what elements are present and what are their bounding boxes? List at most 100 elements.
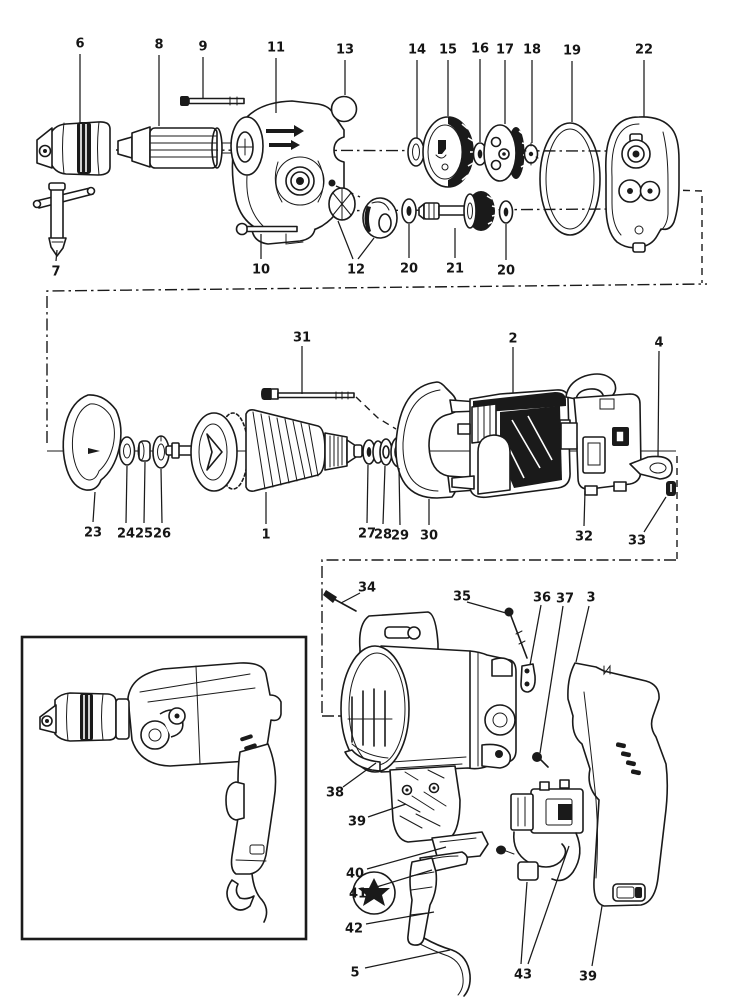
part-23-baffle (62, 394, 122, 491)
callout-leader-line (364, 949, 451, 969)
callout-leader-line (55, 249, 58, 262)
part-21-shaft-gear (418, 191, 497, 231)
part-number-label: 37 (556, 592, 574, 607)
callout-leader-line (591, 905, 603, 967)
part-number-label: 38 (326, 786, 344, 801)
callout-leader-line (398, 467, 401, 526)
part-number-label: 9 (198, 40, 207, 55)
part-number-label: 7 (51, 265, 60, 280)
callout-leader-line (367, 803, 407, 818)
callout-leader-line (583, 490, 586, 527)
part-7-chuck-key (32, 182, 96, 257)
part-37-screw (532, 752, 549, 768)
callout-leader-line (92, 491, 96, 523)
part-14-ring (407, 137, 425, 167)
part-number-label: 8 (154, 38, 163, 53)
part-number-label: 6 (75, 37, 84, 52)
callout-leader-line (539, 605, 564, 754)
part-number-label: 30 (420, 529, 438, 544)
part-number-label: 33 (628, 534, 646, 549)
part-number-label: 24 (117, 527, 135, 542)
part-33-clip (666, 481, 676, 496)
callout-leader-line (160, 468, 163, 524)
callout-leader-line (529, 604, 542, 666)
callout-leader-line (342, 762, 377, 788)
callout-leader-line (520, 881, 528, 965)
callout-leader-line (340, 592, 361, 604)
part-number-label: 31 (293, 331, 311, 346)
callout-leader-line (357, 237, 375, 260)
part-2-field-stator (451, 389, 571, 499)
part-11-gear-housing (230, 100, 361, 245)
part-number-label: 14 (408, 43, 426, 58)
part-18-washer (523, 142, 539, 166)
part-22-end-cover (605, 116, 680, 253)
part-24-washer (118, 436, 136, 466)
part-6-chuck (36, 121, 111, 176)
callout-leader-line (337, 220, 354, 260)
part-36-bracket (520, 663, 536, 693)
callout-leader-line (657, 350, 660, 458)
callout-leader-line (365, 911, 435, 925)
part-number-label: 12 (347, 263, 365, 278)
part-32-brush-bracket (560, 373, 642, 496)
callout-leader-line (527, 845, 570, 965)
switch-assembly (510, 779, 584, 882)
part-number-label: 3 (586, 591, 595, 606)
part-number-label: 16 (471, 42, 489, 57)
part-5-cord (419, 937, 471, 997)
part-number-label: 13 (336, 43, 354, 58)
part-number-label: 36 (533, 591, 551, 606)
part-number-label: 20 (400, 262, 418, 277)
part-31-screw (261, 388, 397, 430)
part-25-spacer (137, 440, 151, 462)
part-15-gear (422, 116, 476, 188)
part-4-lever (629, 455, 673, 480)
callout-leader-line (382, 465, 386, 525)
part-number-label: 22 (635, 43, 653, 58)
part-number-label: 43 (514, 968, 532, 983)
part-number-label: 39 (579, 970, 597, 985)
part-20-washer-right (498, 200, 514, 224)
part-10-screw (235, 222, 298, 236)
part-38-motor-housing (340, 611, 517, 773)
part-1-armature (165, 409, 363, 492)
part-number-label: 1 (261, 528, 270, 543)
part-39-bearing-plate (389, 765, 461, 843)
callout-leader-line (143, 461, 146, 524)
part-number-label: 41 (349, 887, 367, 902)
part-number-label: 26 (153, 527, 171, 542)
part-number-label: 2 (508, 332, 517, 347)
part-28-spacer (372, 438, 393, 466)
part-number-label: 20 (497, 264, 515, 279)
part-number-label: 39 (348, 815, 366, 830)
part-35-screw (504, 607, 528, 659)
part-17-gear-cluster (483, 124, 527, 182)
axis-arrow (88, 448, 100, 454)
part-number-label: 32 (575, 530, 593, 545)
part-19-gasket (539, 122, 601, 236)
part-12-clutch-parts (328, 187, 398, 239)
part-number-label: 27 (358, 527, 376, 542)
part-number-label: 19 (563, 44, 581, 59)
part-number-label: 23 (84, 526, 102, 541)
part-8-spindle (117, 126, 233, 169)
part-number-label: 4 (654, 336, 663, 351)
callout-leader-line (369, 869, 433, 890)
part-number-label: 17 (496, 43, 514, 58)
part-13-ball (330, 95, 358, 123)
part-9-screw (180, 96, 245, 106)
part-number-label: 40 (346, 867, 364, 882)
callout-leader-line (643, 496, 667, 533)
part-number-label: 5 (350, 966, 359, 981)
part-34-screw (323, 590, 357, 612)
part-number-label: 25 (135, 527, 153, 542)
part-3-handle-shell (567, 662, 669, 907)
part-number-label: 29 (391, 529, 409, 544)
part-number-label: 34 (358, 581, 376, 596)
part-number-label: 42 (345, 922, 363, 937)
callout-leader-line (366, 846, 447, 870)
part-number-label: 28 (374, 528, 392, 543)
